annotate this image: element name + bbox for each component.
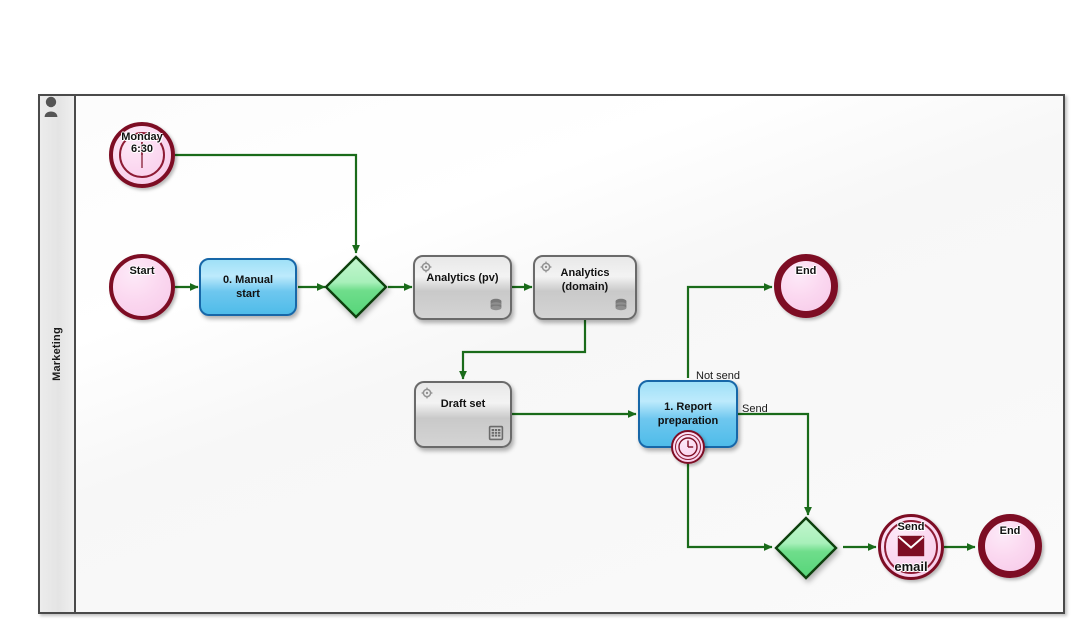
task-analytics-pv-label: Analytics (pv): [426, 271, 499, 284]
envelope-icon: [897, 535, 925, 557]
end-event-sent[interactable]: [978, 514, 1042, 578]
event-inner-ring: [675, 434, 701, 460]
intermediate-message-throw-event-send-email[interactable]: [878, 514, 944, 580]
gear-icon: [540, 261, 552, 273]
flow-label-send: Send: [742, 403, 768, 415]
clock-icon: [678, 437, 698, 457]
person-icon: [44, 96, 58, 117]
start-event[interactable]: [109, 254, 175, 320]
timer-start-event-label: Monday 6:30: [121, 131, 163, 155]
clock-icon: [141, 142, 143, 168]
end-event-not-send[interactable]: [774, 254, 838, 318]
gear-icon: [420, 261, 432, 273]
event-inner-ring: [884, 520, 938, 574]
event-inner-ring: [119, 132, 165, 178]
send-email-label-bottom: email: [894, 559, 928, 574]
flow-label-not-send: Not send: [696, 370, 741, 382]
task-draft-set-label: Draft set: [440, 398, 486, 411]
exclusive-gateway-merge[interactable]: [774, 516, 838, 580]
lane-header-marketing[interactable]: Marketing: [40, 96, 76, 612]
task-analytics-domain[interactable]: Analytics (domain): [533, 255, 637, 320]
send-email-label-top: Send: [897, 521, 925, 533]
lane-label: Marketing: [51, 327, 63, 381]
task-report-preparation[interactable]: 1. Report preparation: [638, 380, 738, 448]
pool-marketing[interactable]: Marketing: [38, 94, 1065, 614]
task-analytics-pv[interactable]: Analytics (pv): [413, 255, 512, 320]
task-report-preparation-label: 1. Report preparation: [657, 401, 719, 427]
timer-start-event[interactable]: [109, 122, 175, 188]
database-icon: [490, 298, 502, 311]
task-manual-start[interactable]: 0. Manual start: [199, 258, 297, 316]
start-event-label: Start: [129, 265, 155, 277]
spreadsheet-icon: [488, 425, 504, 441]
task-draft-set[interactable]: Draft set: [414, 381, 512, 448]
gear-icon: [421, 387, 433, 399]
database-icon: [615, 298, 627, 311]
boundary-timer-event[interactable]: [671, 430, 705, 464]
task-analytics-domain-label: Analytics (domain): [560, 267, 610, 294]
exclusive-gateway-join[interactable]: [324, 255, 388, 319]
task-manual-start-label: 0. Manual start: [222, 274, 274, 300]
end-event-not-send-label: End: [795, 265, 817, 277]
end-event-sent-label: End: [999, 525, 1021, 537]
